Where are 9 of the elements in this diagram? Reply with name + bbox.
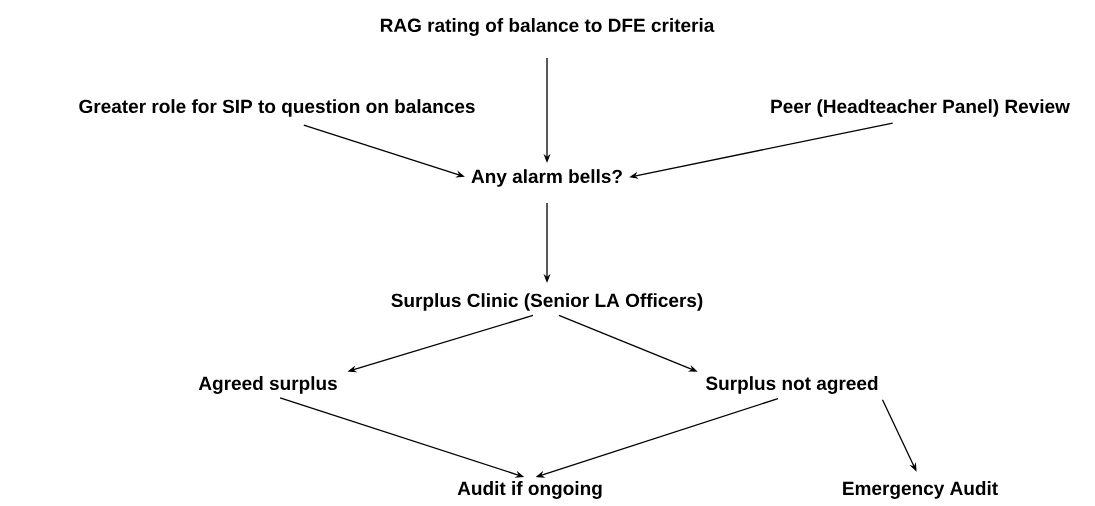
flow-text: Any alarm bells?: [471, 169, 622, 187]
flow-text: Surplus not agreed: [706, 376, 878, 394]
flow-text: Emergency Audit: [843, 481, 998, 499]
flow-text: Agreed surplus: [198, 376, 337, 394]
flow-text: Peer (Headteacher Panel) Review: [771, 99, 1070, 117]
flow-text: Greater role for SIP to question on balances: [79, 99, 475, 117]
flow-text: Audit if ongoing: [457, 481, 602, 499]
flow-text: Surplus Clinic (Senior LA Officers): [391, 293, 703, 311]
flow-text: RAG rating of balance to DFE criteria: [380, 18, 715, 36]
